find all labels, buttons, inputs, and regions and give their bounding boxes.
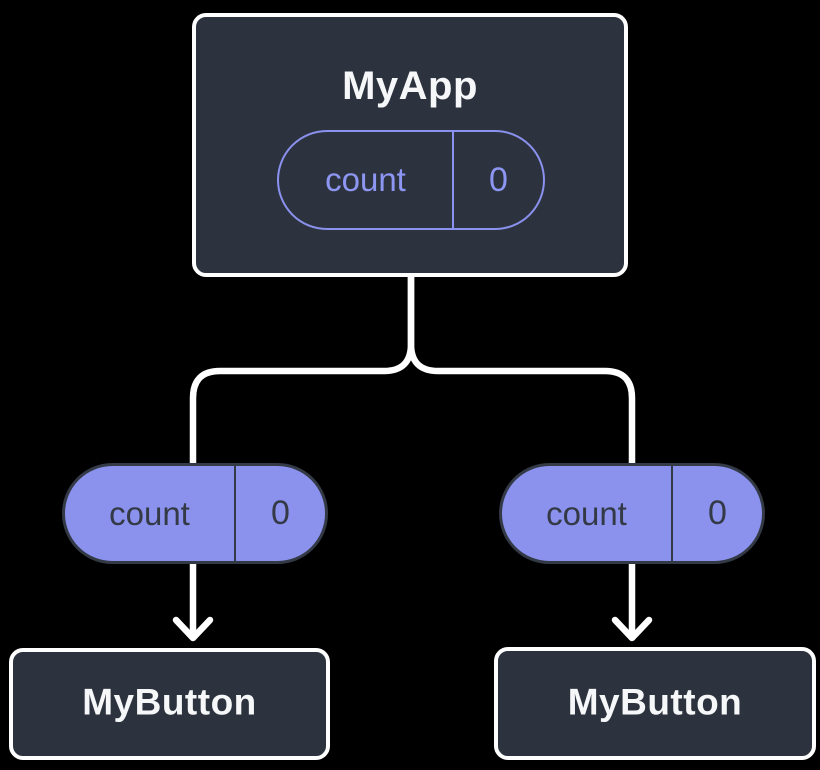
prop-pill-right: count 0 <box>499 463 765 564</box>
node-mybutton-right-label: MyButton <box>567 680 743 722</box>
state-value: 0 <box>452 132 543 228</box>
prop-name: count <box>546 494 627 532</box>
prop-name: count <box>109 494 190 532</box>
node-myapp: MyApp count 0 <box>192 13 628 277</box>
arrowhead-left-icon <box>172 616 214 642</box>
connector-root-to-left-pill <box>189 272 415 638</box>
node-mybutton-left: MyButton <box>9 648 330 760</box>
state-pill-myapp: count 0 <box>277 130 545 230</box>
node-mybutton-left-label: MyButton <box>82 681 257 723</box>
connector-root-to-right-pill <box>407 272 636 638</box>
node-myapp-label: MyApp <box>342 64 478 108</box>
state-name: count <box>325 161 406 198</box>
arrowhead-right-icon <box>611 616 653 642</box>
node-mybutton-right: MyButton <box>494 647 816 760</box>
prop-value: 0 <box>671 466 762 561</box>
prop-value: 0 <box>234 466 325 561</box>
prop-pill-left: count 0 <box>62 463 328 564</box>
